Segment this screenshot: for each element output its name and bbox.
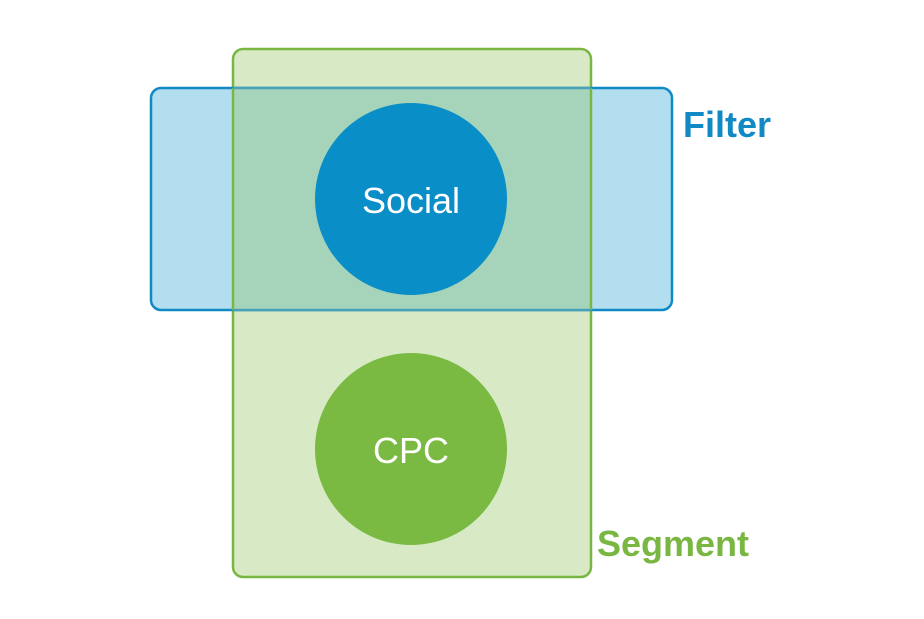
cpc-circle <box>315 353 507 545</box>
segment-label: Segment <box>597 523 749 564</box>
social-circle <box>315 103 507 295</box>
social-label: Social <box>362 180 460 221</box>
filter-label: Filter <box>683 104 771 145</box>
cpc-label: CPC <box>373 430 449 471</box>
